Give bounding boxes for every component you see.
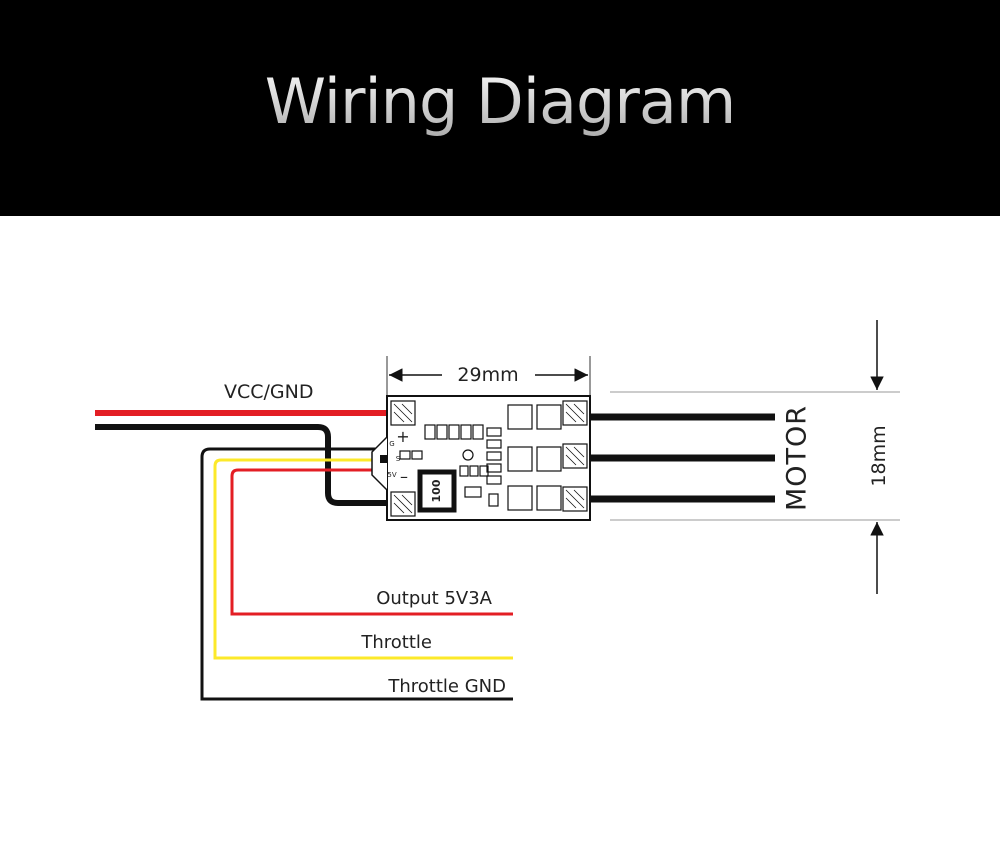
output-label: Output 5V3A <box>376 588 492 609</box>
height-dimension: 18mm <box>610 320 900 594</box>
motor-label: MOTOR <box>782 405 813 511</box>
chip-marking: 100 <box>430 479 443 502</box>
height-dimension-label: 18mm <box>868 425 890 486</box>
solder-pads <box>390 400 588 517</box>
throttle-gnd-label: Throttle GND <box>387 676 506 697</box>
header-banner: Wiring Diagram <box>0 0 1000 216</box>
width-dimension: 29mm <box>386 356 591 396</box>
motor-wires: MOTOR <box>590 405 813 511</box>
throttle-label: Throttle <box>360 632 432 653</box>
pin-s-label: S <box>396 455 401 463</box>
esc-board: + – G S 5V <box>371 395 591 521</box>
pin-plus-label: + <box>396 427 409 446</box>
pin-minus-label: – <box>400 467 408 486</box>
page-title: Wiring Diagram <box>0 62 1000 142</box>
width-dimension-label: 29mm <box>457 364 518 386</box>
output-5v-wire <box>230 468 513 616</box>
components <box>399 404 562 511</box>
signal-leads: Output 5V3A Throttle Throttle GND <box>200 447 513 701</box>
main-chip <box>417 469 457 513</box>
throttle-wire <box>213 458 513 660</box>
throttle-gnd-wire <box>200 447 513 701</box>
pin-5v-label: 5V <box>387 471 396 479</box>
pin-g-label: G <box>389 440 394 448</box>
power-leads: VCC/GND <box>95 381 390 506</box>
gnd-wire <box>95 424 390 506</box>
power-label: VCC/GND <box>224 381 314 403</box>
